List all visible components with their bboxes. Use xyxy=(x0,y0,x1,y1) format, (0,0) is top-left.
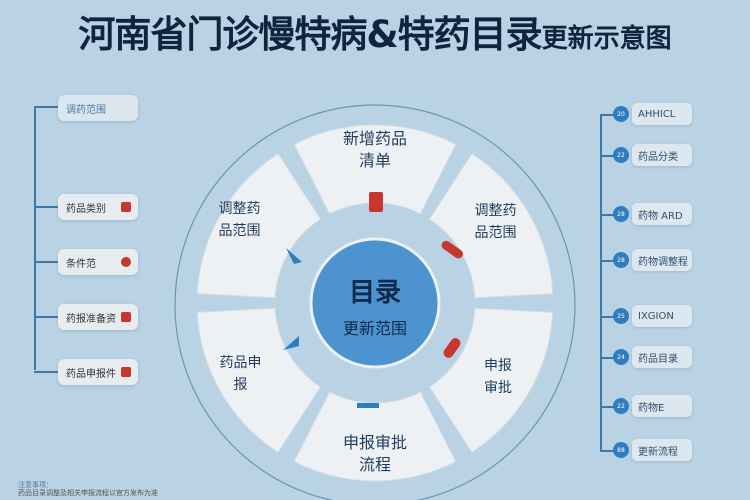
number-badge: 20 xyxy=(613,106,629,122)
arrow-icon xyxy=(357,403,379,408)
tree-branch xyxy=(600,214,614,216)
arrow-icon xyxy=(283,336,299,350)
left-item: 药品类别 xyxy=(58,194,138,220)
tree-line xyxy=(600,114,602,452)
outer-ring xyxy=(174,104,576,500)
medicine-bottle-icon xyxy=(369,192,383,212)
right-item: 药物 ARD xyxy=(632,203,692,225)
ring-segment xyxy=(293,124,457,215)
page-title: 河南省门诊慢特病&特药目录更新示意图 xyxy=(78,13,672,56)
pill-icon xyxy=(441,240,463,259)
center-circle xyxy=(309,237,441,369)
number-badge: 25 xyxy=(613,308,629,324)
footer-title: 注意事项： xyxy=(18,481,53,489)
center-title: 目录 xyxy=(348,278,401,308)
tree-branch xyxy=(34,106,58,108)
tree-branch xyxy=(34,371,58,373)
tree-branch xyxy=(600,155,614,157)
badge-icon xyxy=(121,257,131,267)
number-badge: 22 xyxy=(613,398,629,414)
number-badge: 88 xyxy=(613,442,629,458)
document-icon xyxy=(121,312,131,322)
right-item: 药品目录 xyxy=(632,346,692,368)
ring-segment xyxy=(293,391,457,482)
tree-branch xyxy=(600,450,614,452)
tree-branch xyxy=(600,260,614,262)
right-item: AHHICL xyxy=(632,103,692,125)
number-badge: 28 xyxy=(613,206,629,222)
segment-label: 新增药品清单 xyxy=(342,129,407,170)
left-item: 药品申报件 xyxy=(58,359,138,385)
tree-branch xyxy=(34,316,58,318)
right-item: IXGION xyxy=(632,305,692,327)
right-item: 药品分类 xyxy=(632,144,692,166)
number-badge: 24 xyxy=(613,349,629,365)
medicine-icon xyxy=(121,367,131,377)
segment-label: 申报审批 xyxy=(484,358,512,396)
segment-label: 申报审批流程 xyxy=(342,433,407,474)
pill-icon xyxy=(443,338,461,358)
left-item-label: 药报准备资 xyxy=(66,313,116,325)
segment-label: 药品申报 xyxy=(219,355,262,393)
number-badge: 22 xyxy=(613,147,629,163)
tree-branch xyxy=(34,261,58,263)
tree-branch xyxy=(600,357,614,359)
left-item: 条件范 xyxy=(58,249,138,275)
ring-segment xyxy=(428,153,554,299)
left-item-label: 条件范 xyxy=(66,258,96,270)
tree-branch xyxy=(34,206,58,208)
left-item: 药报准备资 xyxy=(58,304,138,330)
tree-branch xyxy=(600,114,614,116)
left-item-label: 调药范围 xyxy=(66,104,106,116)
segment-label: 调整药品范围 xyxy=(474,203,517,241)
left-item-label: 药品类别 xyxy=(66,203,106,215)
segment-label: 调整药品范围 xyxy=(218,201,261,239)
arrow-icon xyxy=(286,248,302,264)
bag-icon xyxy=(121,202,131,212)
tree-line xyxy=(34,106,36,370)
right-item: 药物E xyxy=(632,395,692,417)
tree-branch xyxy=(600,316,614,318)
ring-segment xyxy=(428,307,554,453)
center-subtitle: 更新范围 xyxy=(342,319,407,338)
ring-segment xyxy=(196,153,322,299)
tree-branch xyxy=(600,406,614,408)
left-item: 调药范围 xyxy=(58,95,138,121)
left-item-label: 药品申报件 xyxy=(66,368,116,380)
footer-text: 药品目录调整及相关申报流程以官方发布为准 xyxy=(18,489,158,497)
right-item: 更新流程 xyxy=(632,439,692,461)
right-item: 药物调整程 xyxy=(632,249,692,271)
number-badge: 28 xyxy=(613,252,629,268)
ring-segment xyxy=(196,307,322,453)
footer-note: 注意事项：药品目录调整及相关申报流程以官方发布为准 xyxy=(18,481,158,497)
